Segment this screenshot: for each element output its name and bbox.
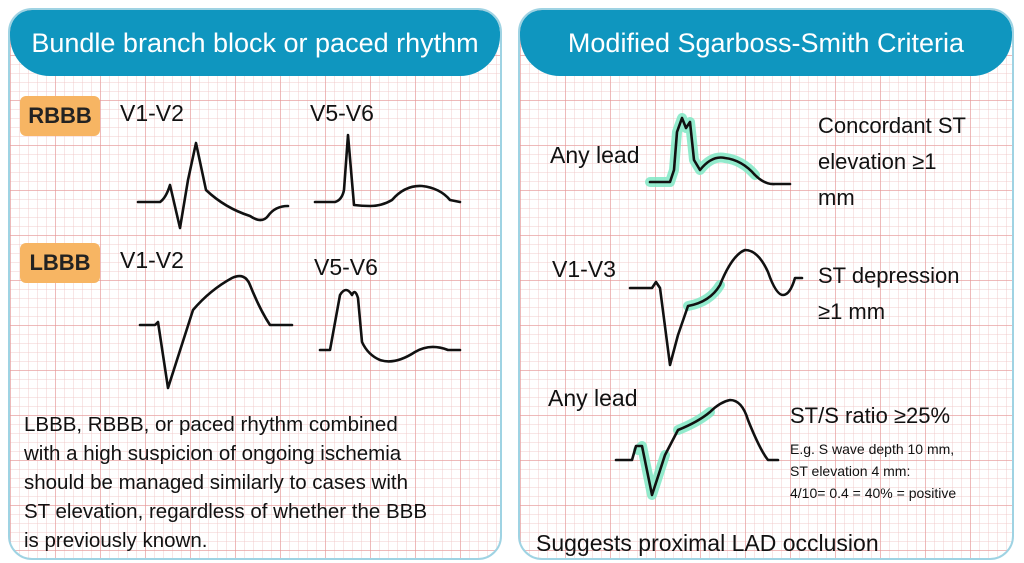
proximal-lad-footer: Suggests proximal LAD occlusion <box>536 530 879 556</box>
criterion-line: elevation ≥1 <box>818 149 937 174</box>
concordant-st-elevation-waveform <box>645 113 792 187</box>
example-line: E.g. S wave depth 10 mm, <box>790 441 955 457</box>
criterion-1-text: Concordant ST elevation ≥1 mm <box>818 108 966 216</box>
note-line: should be managed similarly to cases wit… <box>24 471 408 494</box>
note-line: LBBB, RBBB, or paced rhythm combined <box>24 413 398 436</box>
criterion-3-lead-label: Any lead <box>548 385 638 411</box>
criterion-line: ≥1 mm <box>818 299 886 324</box>
criterion-1-lead-label: Any lead <box>550 142 640 168</box>
rbbb-v5v6-waveform <box>313 133 462 208</box>
st-s-ratio-waveform <box>614 398 780 500</box>
lbbb-lead-v5v6-label: V5-V6 <box>314 254 378 280</box>
bbb-management-note: LBBB, RBBB, or paced rhythm combined wit… <box>24 410 494 555</box>
lbbb-badge: LBBB <box>20 243 100 283</box>
criterion-line: Concordant ST <box>818 113 966 138</box>
note-line: with a high suspicion of ongoing ischemi… <box>24 442 402 465</box>
sgarbossa-panel: Modified Sgarboss-Smith Criteria Any lea… <box>518 8 1014 560</box>
note-line: ST elevation, regardless of whether the … <box>24 500 428 523</box>
criterion-2-text: ST depression ≥1 mm <box>818 258 959 330</box>
st-s-ratio-example: E.g. S wave depth 10 mm, ST elevation 4 … <box>790 438 956 504</box>
criterion-3-text: ST/S ratio ≥25% <box>790 398 950 434</box>
rbbb-lead-v1v2-label: V1-V2 <box>120 100 184 126</box>
rbbb-v1v2-waveform <box>136 141 290 230</box>
note-line: is previously known. <box>24 529 208 552</box>
rbbb-lead-v5v6-label: V5-V6 <box>310 100 374 126</box>
example-line: ST elevation 4 mm: <box>790 463 911 479</box>
criterion-line: ST depression <box>818 263 960 288</box>
lbbb-v5v6-waveform <box>318 288 462 363</box>
criterion-line: ST/S ratio ≥25% <box>790 403 951 428</box>
lbbb-v1v2-waveform <box>138 274 294 390</box>
bbb-panel-title: Bundle branch block or paced rhythm <box>10 10 500 76</box>
criterion-line: mm <box>818 185 855 210</box>
example-line: 4/10= 0.4 = 40% = positive <box>790 485 957 501</box>
criterion-2-lead-label: V1-V3 <box>552 256 616 282</box>
lbbb-lead-v1v2-label: V1-V2 <box>120 247 184 273</box>
rbbb-badge: RBBB <box>20 96 100 136</box>
sgarbossa-panel-title: Modified Sgarboss-Smith Criteria <box>520 10 1012 76</box>
bbb-panel: Bundle branch block or paced rhythm RBBB… <box>8 8 502 560</box>
st-depression-waveform <box>628 248 804 367</box>
